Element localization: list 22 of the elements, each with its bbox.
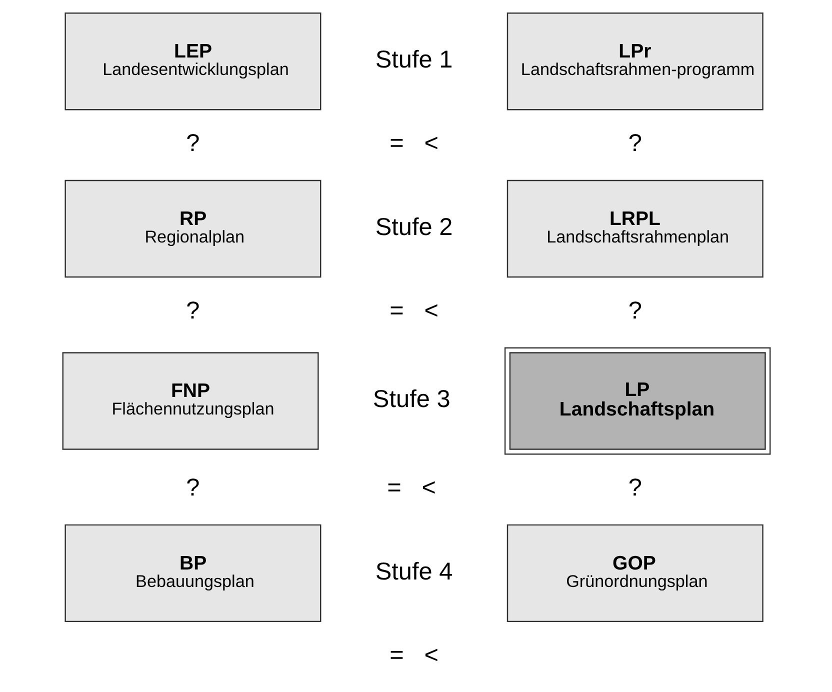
- label: ?: [186, 298, 200, 325]
- node-box: LRPL Landschaftsrahmenplan: [506, 180, 763, 278]
- node-box: LP Landschaftsplan: [504, 347, 770, 455]
- label: Stufe 4: [374, 558, 452, 586]
- node-box: LPr Landschaftsrahmen-programm: [506, 12, 763, 110]
- label: ?: [628, 298, 642, 325]
- label: Stufe 1: [374, 46, 452, 74]
- label: ?: [628, 130, 642, 158]
- node-box: FNP Flächennutzungsplan: [62, 352, 318, 450]
- label: Stufe 2: [374, 214, 452, 241]
- label: Stufe 3: [372, 386, 450, 414]
- label: = <: [389, 130, 438, 158]
- label: ?: [186, 474, 200, 502]
- label: = <: [389, 642, 438, 669]
- label: = <: [386, 474, 436, 502]
- label: = <: [389, 298, 438, 325]
- node-box: GOP Grünordnungsplan: [506, 524, 763, 622]
- node-box: LEP Landesentwicklungsplan: [64, 12, 321, 110]
- label: ?: [628, 474, 642, 502]
- label: ?: [186, 130, 200, 158]
- node-box: BP Bebauungsplan: [64, 524, 321, 622]
- node-box: RP Regionalplan: [64, 180, 321, 278]
